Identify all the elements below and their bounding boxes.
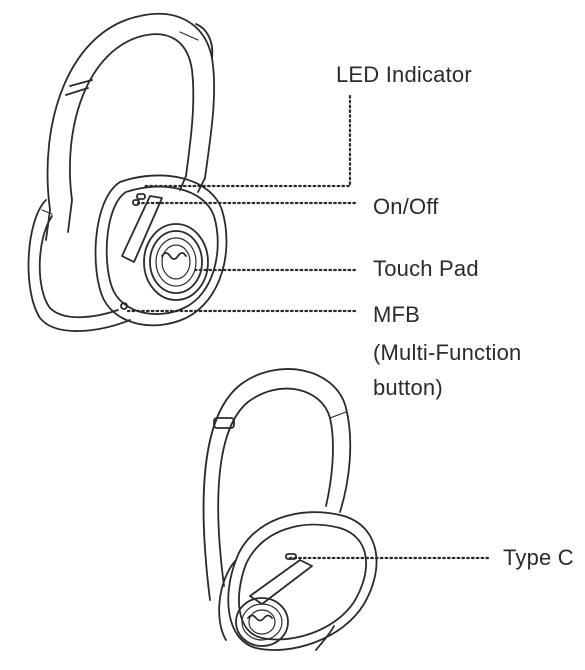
led-leader-line [142, 94, 352, 188]
touch-pad-label: Touch Pad [373, 256, 479, 281]
mfb-description-line1: (Multi-Function [373, 340, 522, 365]
headphone-front-view [27, 12, 228, 332]
mfb-label: MFB [373, 302, 421, 327]
headphone-side-view [202, 368, 378, 651]
type-c-label: Type C [503, 545, 574, 570]
mfb-description-line2: button) [373, 375, 443, 400]
led-indicator-label: LED Indicator [336, 62, 472, 87]
onoff-label: On/Off [373, 194, 439, 219]
